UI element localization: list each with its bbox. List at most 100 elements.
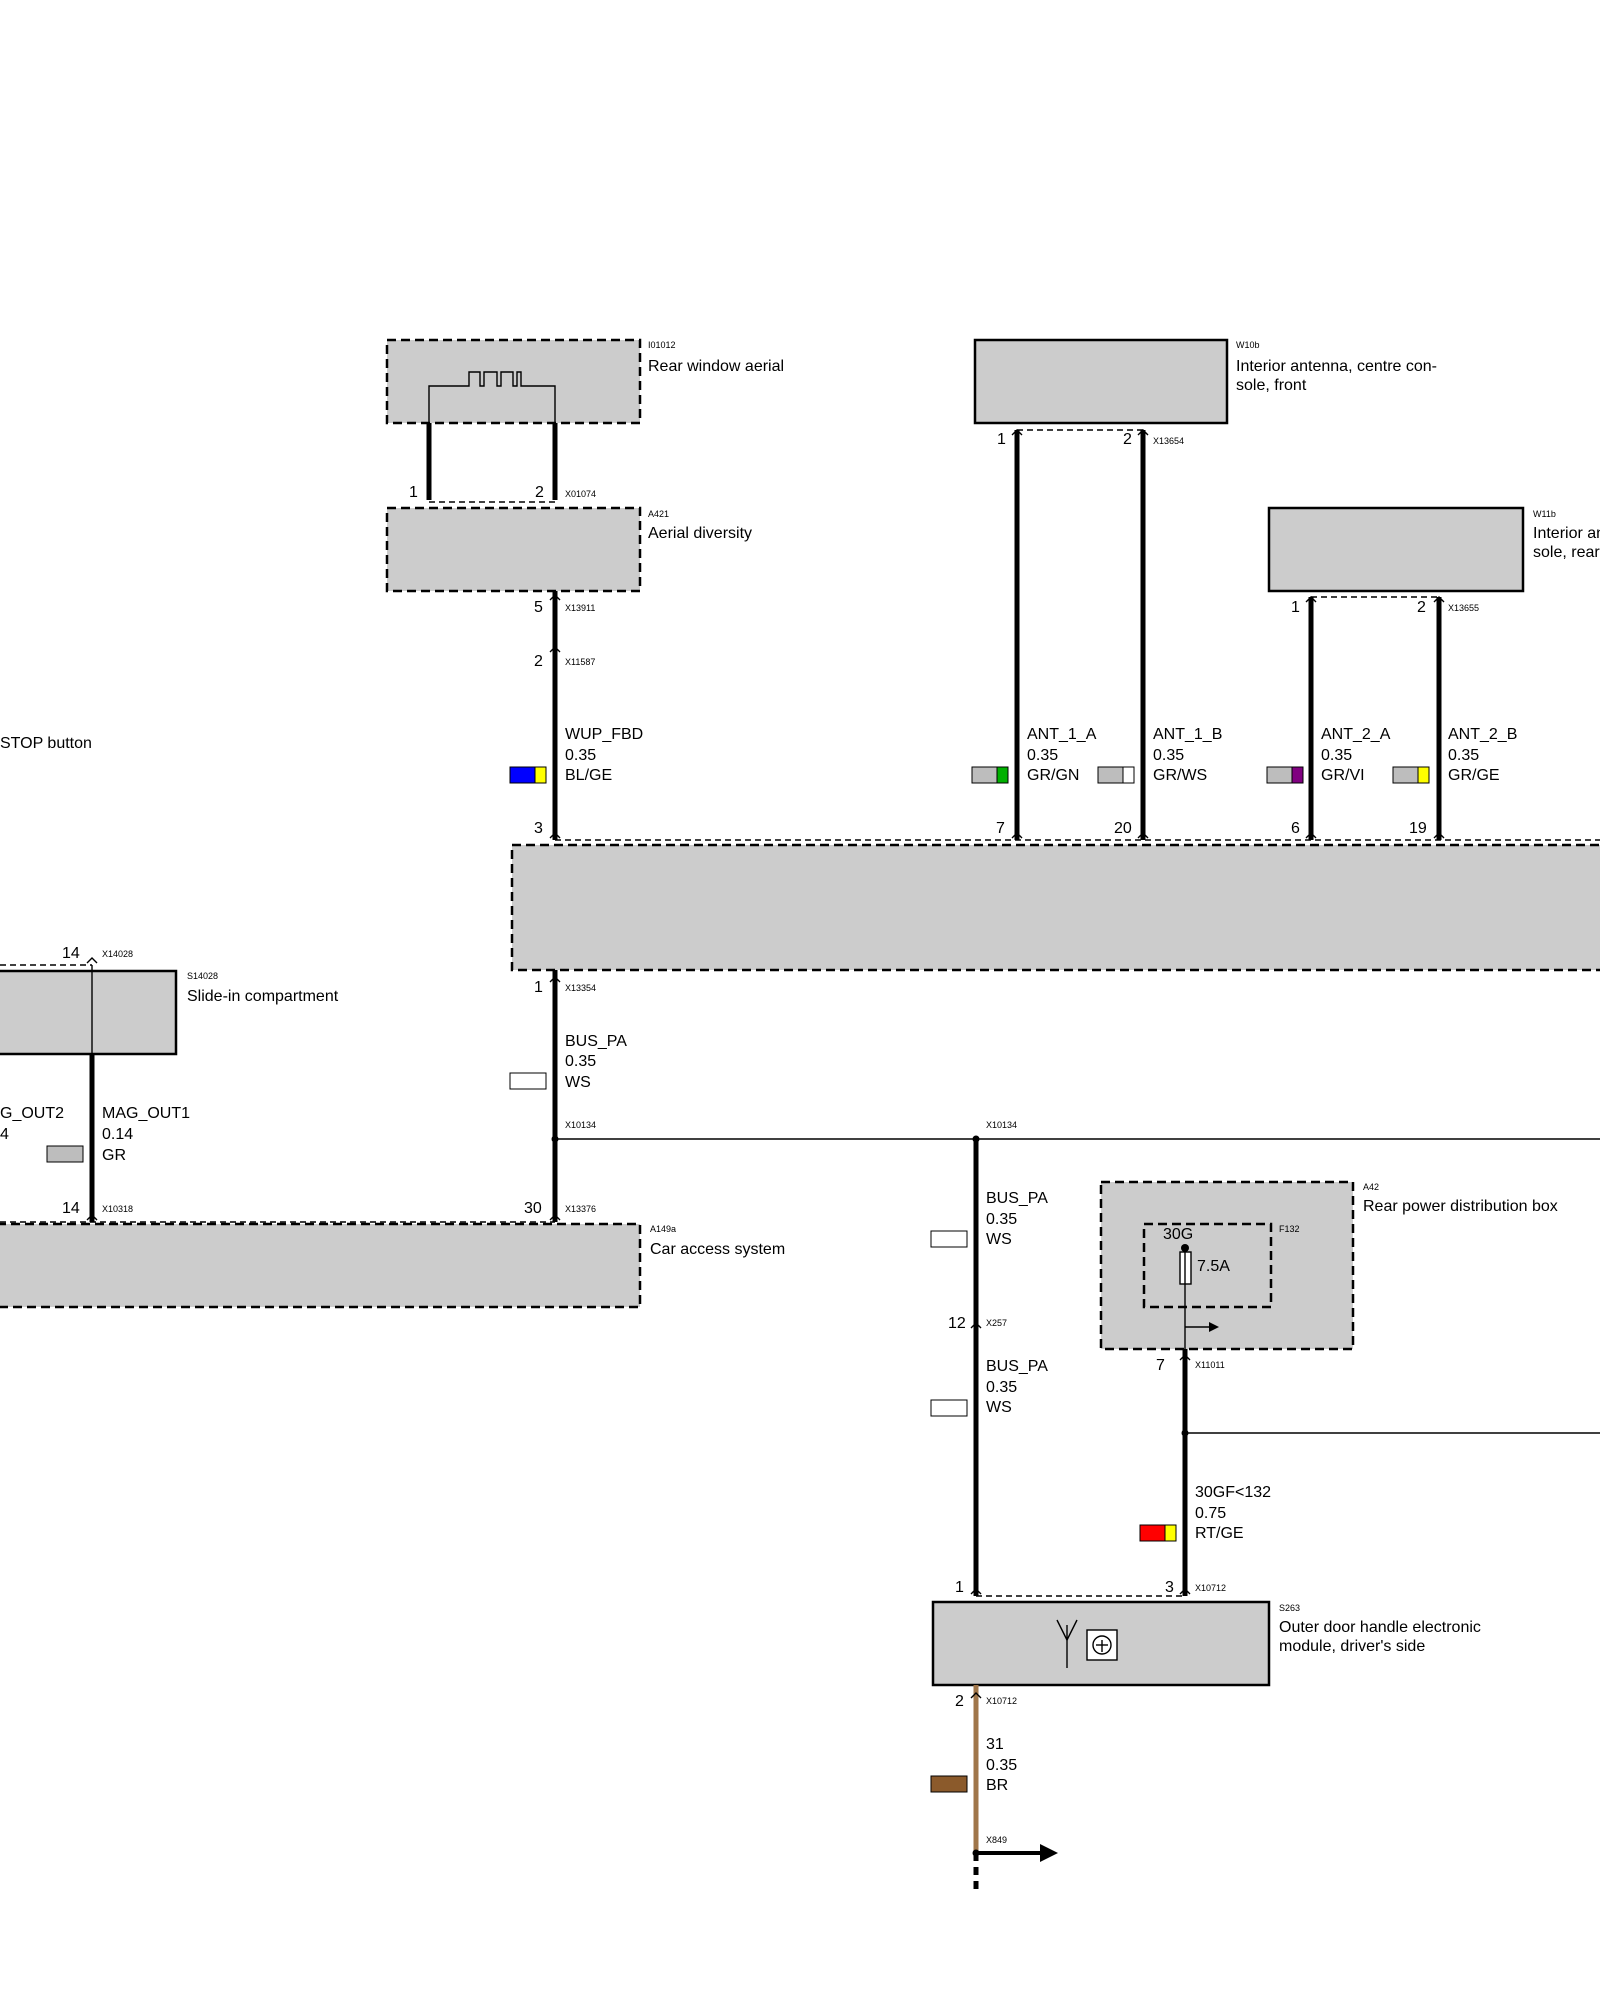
component-id: A149a — [650, 1224, 676, 1234]
wire-size: 0.35 — [986, 1211, 1017, 1228]
wire-color-swatch — [1266, 766, 1293, 784]
wire-color-code: GR/GE — [1448, 767, 1500, 784]
wire-size: 0.35 — [986, 1379, 1017, 1396]
wire-color-swatch — [996, 766, 1009, 784]
wire-name: ANT_2_A — [1321, 726, 1391, 743]
pin-label: 12 — [948, 1315, 966, 1332]
wire-color-swatch — [930, 1230, 968, 1248]
component-id: S14028 — [187, 971, 218, 981]
splice-point — [551, 1135, 559, 1143]
component-name: module, driver's side — [1279, 1638, 1425, 1655]
arrow-icon — [1209, 1322, 1219, 1332]
wire-label-ant-1-b: ANT_1_B 0.35 GR/WS — [1097, 726, 1222, 784]
wire-label-bus-pa-1: BUS_PA 0.35 WS — [509, 1033, 627, 1091]
connector-id: X13376 — [565, 1204, 596, 1214]
car-access-system-box — [0, 1222, 642, 1309]
component-name: Interior an — [1533, 525, 1600, 542]
connector-id: X14028 — [102, 949, 133, 959]
interior-antenna-front-box — [973, 338, 1229, 425]
connector-id: X13654 — [1153, 436, 1184, 446]
wire-name: ANT_1_A — [1027, 726, 1097, 743]
connector-id: X01074 — [565, 489, 596, 499]
connector-id: X10134 — [565, 1120, 596, 1130]
wire-name: ANT_1_B — [1153, 726, 1222, 743]
wire-label-bus-pa-2: BUS_PA 0.35 WS — [930, 1190, 1048, 1248]
wire-size: 0.35 — [565, 747, 596, 764]
wire-color-code: BL/GE — [565, 767, 612, 784]
component-name: Rear window aerial — [648, 358, 784, 375]
arrow-right-icon — [1040, 1844, 1058, 1862]
wire-color-swatch — [971, 766, 998, 784]
pin-label: 1 — [1291, 599, 1300, 616]
interior-antenna-front: W10b Interior antenna, centre con- sole,… — [973, 338, 1437, 425]
interior-antenna-rear-box — [1267, 506, 1525, 593]
connector-id: X11587 — [565, 657, 595, 667]
wire-color-code: GR/GN — [1027, 767, 1079, 784]
wire-name: MAG_OUT1 — [102, 1105, 190, 1122]
component-name: Interior antenna, centre con- — [1236, 358, 1437, 375]
wire-color-swatch — [1122, 766, 1135, 784]
component-id: I01012 — [648, 340, 676, 350]
fuse-rating: 7.5A — [1197, 1258, 1230, 1275]
connector-id: X10712 — [986, 1696, 1017, 1706]
wire-size: 0.35 — [1448, 747, 1479, 764]
pin-label: 2 — [534, 653, 543, 670]
wire-name: BUS_PA — [986, 1190, 1048, 1207]
wire-size: 0.35 — [1153, 747, 1184, 764]
wire-label-ant-1-a: ANT_1_A 0.35 GR/GN — [971, 726, 1097, 784]
wire-name: WUP_FBD — [565, 726, 643, 743]
wire-size: 0.35 — [1027, 747, 1058, 764]
pin-label: 2 — [535, 484, 544, 501]
wire-color-code: WS — [565, 1074, 591, 1091]
wire-color-swatch — [509, 766, 536, 784]
fuse-holder — [1142, 1222, 1273, 1309]
component-name: Slide-in compartment — [187, 988, 339, 1005]
wire-name: G_OUT2 — [0, 1105, 64, 1122]
wire-color-code: GR — [102, 1147, 126, 1164]
wire-label-mag-out1: MAG_OUT1 0.14 GR — [46, 1105, 190, 1164]
component-name: STOP button — [0, 735, 92, 752]
component-name: Car access system — [650, 1241, 785, 1258]
interior-antenna-rear: W11b Interior an sole, rear — [1267, 506, 1600, 593]
wire-size: 0.35 — [986, 1757, 1017, 1774]
outer-door-handle-module: S263 Outer door handle electronic module… — [931, 1600, 1481, 1687]
pin-label: 20 — [1114, 820, 1132, 837]
component-id: A421 — [648, 509, 669, 519]
pin-label: 3 — [1165, 1579, 1174, 1596]
pin-label: 1 — [534, 979, 543, 996]
fuse-terminal: 30G — [1163, 1226, 1193, 1243]
wire-color-code: WS — [986, 1231, 1012, 1248]
connector-id: X11011 — [1195, 1360, 1225, 1370]
wire-size: 0.75 — [1195, 1505, 1226, 1522]
pin-label: 7 — [1156, 1357, 1165, 1374]
component-id: A42 — [1363, 1182, 1379, 1192]
wire-name: 30GF<132 — [1195, 1484, 1271, 1501]
component-name: Aerial diversity — [648, 525, 752, 542]
wire-name: ANT_2_B — [1448, 726, 1517, 743]
connector-id: X10318 — [102, 1204, 133, 1214]
wire-size: 0.35 — [1321, 747, 1352, 764]
wire-color-swatch — [1417, 766, 1430, 784]
pin-label: 1 — [955, 1579, 964, 1596]
connector-id: X10134 — [986, 1120, 1017, 1130]
slide-in-compartment-box — [0, 969, 178, 1056]
connector-id: X13354 — [565, 983, 596, 993]
connector-id: X10712 — [1195, 1583, 1226, 1593]
wire-size: 0.35 — [565, 1053, 596, 1070]
aerial-diversity-box — [385, 506, 642, 593]
pin-label: 2 — [955, 1693, 964, 1710]
pin-label: 14 — [62, 945, 80, 962]
rear-power-distribution-box: A42 Rear power distribution box F132 30G… — [1099, 1180, 1558, 1351]
connector-id: X849 — [986, 1835, 1007, 1845]
component-id: W10b — [1236, 340, 1260, 350]
component-name: Rear power distribution box — [1363, 1198, 1558, 1215]
wire-color-code: GR/WS — [1153, 767, 1207, 784]
pin-label: 1 — [409, 484, 418, 501]
touch-sensor-icon — [1086, 1629, 1118, 1661]
wire-label-31: 31 0.35 BR — [930, 1736, 1017, 1794]
wire-color-swatch — [930, 1775, 968, 1793]
wire-size: 0.14 — [102, 1126, 133, 1143]
pin-label: 2 — [1123, 431, 1132, 448]
pin-label: 2 — [1417, 599, 1426, 616]
